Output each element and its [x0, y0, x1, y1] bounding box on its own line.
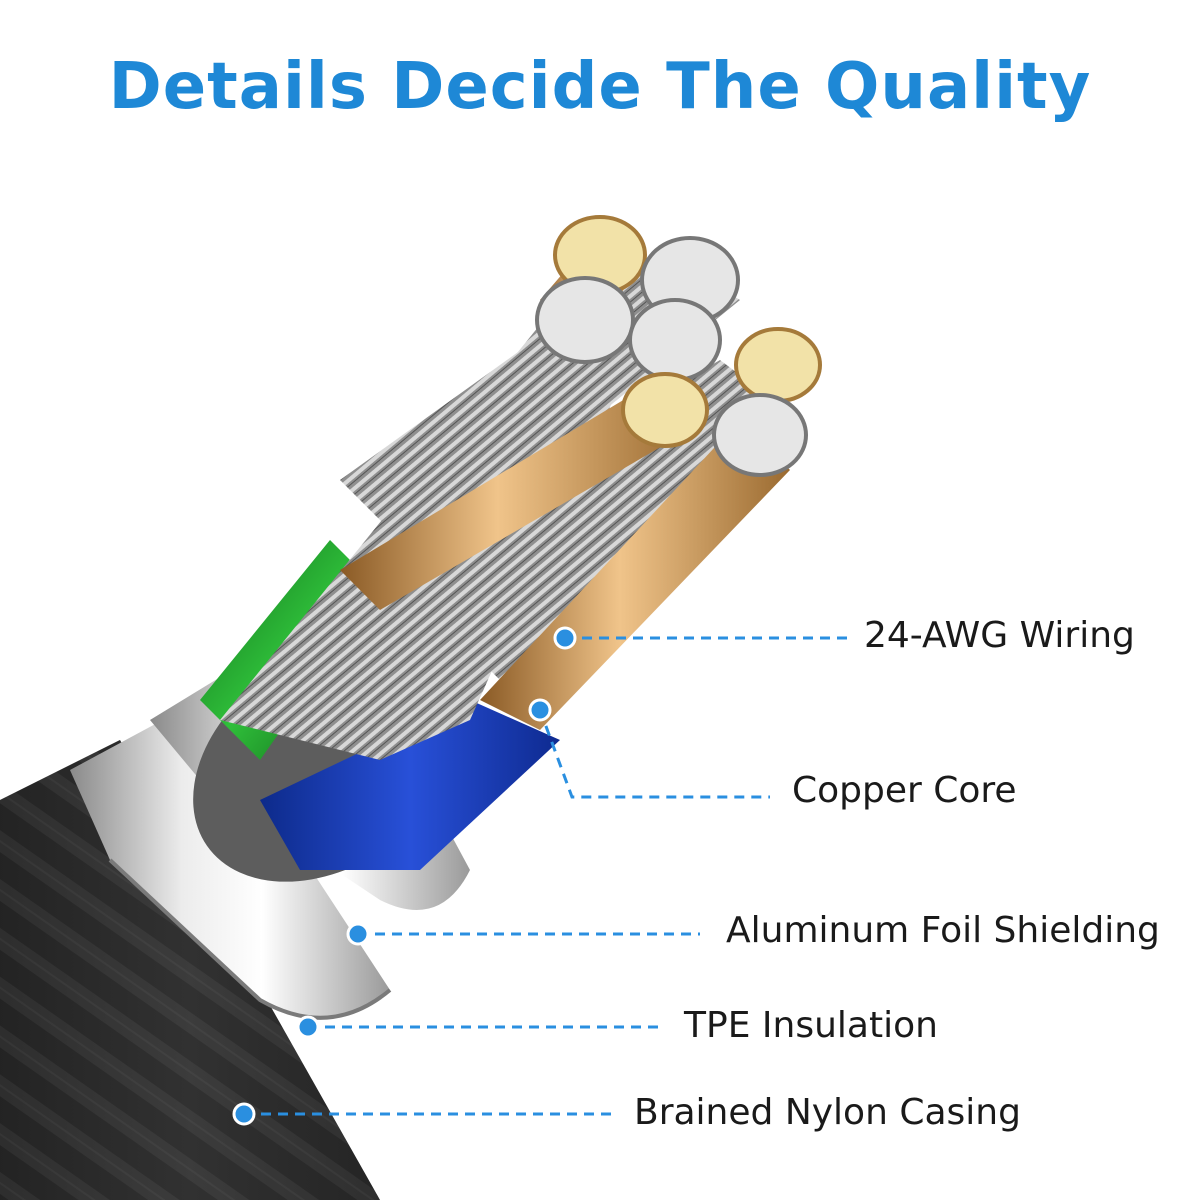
callout-leaders	[244, 636, 850, 1116]
dot-tpe	[296, 1015, 320, 1039]
leader-copper	[538, 709, 770, 799]
braided-nylon-casing	[0, 740, 380, 1200]
dot-wiring	[553, 626, 577, 650]
label-tpe-insulation: TPE Insulation	[684, 1005, 938, 1046]
page-title: Details Decide The Quality	[108, 50, 1092, 124]
label-braided-nylon-casing: Brained Nylon Casing	[634, 1092, 1021, 1133]
label-24-awg-wiring: 24-AWG Wiring	[864, 615, 1135, 656]
label-aluminum-foil-shielding: Aluminum Foil Shielding	[726, 910, 1160, 951]
dot-copper	[528, 698, 552, 722]
blue-insulated-wire	[260, 700, 560, 870]
conductor-end-faces	[535, 215, 822, 477]
callout-dots	[232, 626, 577, 1126]
label-copper-core: Copper Core	[792, 770, 1017, 811]
dot-foil	[346, 922, 370, 946]
dot-nylon	[232, 1102, 256, 1126]
